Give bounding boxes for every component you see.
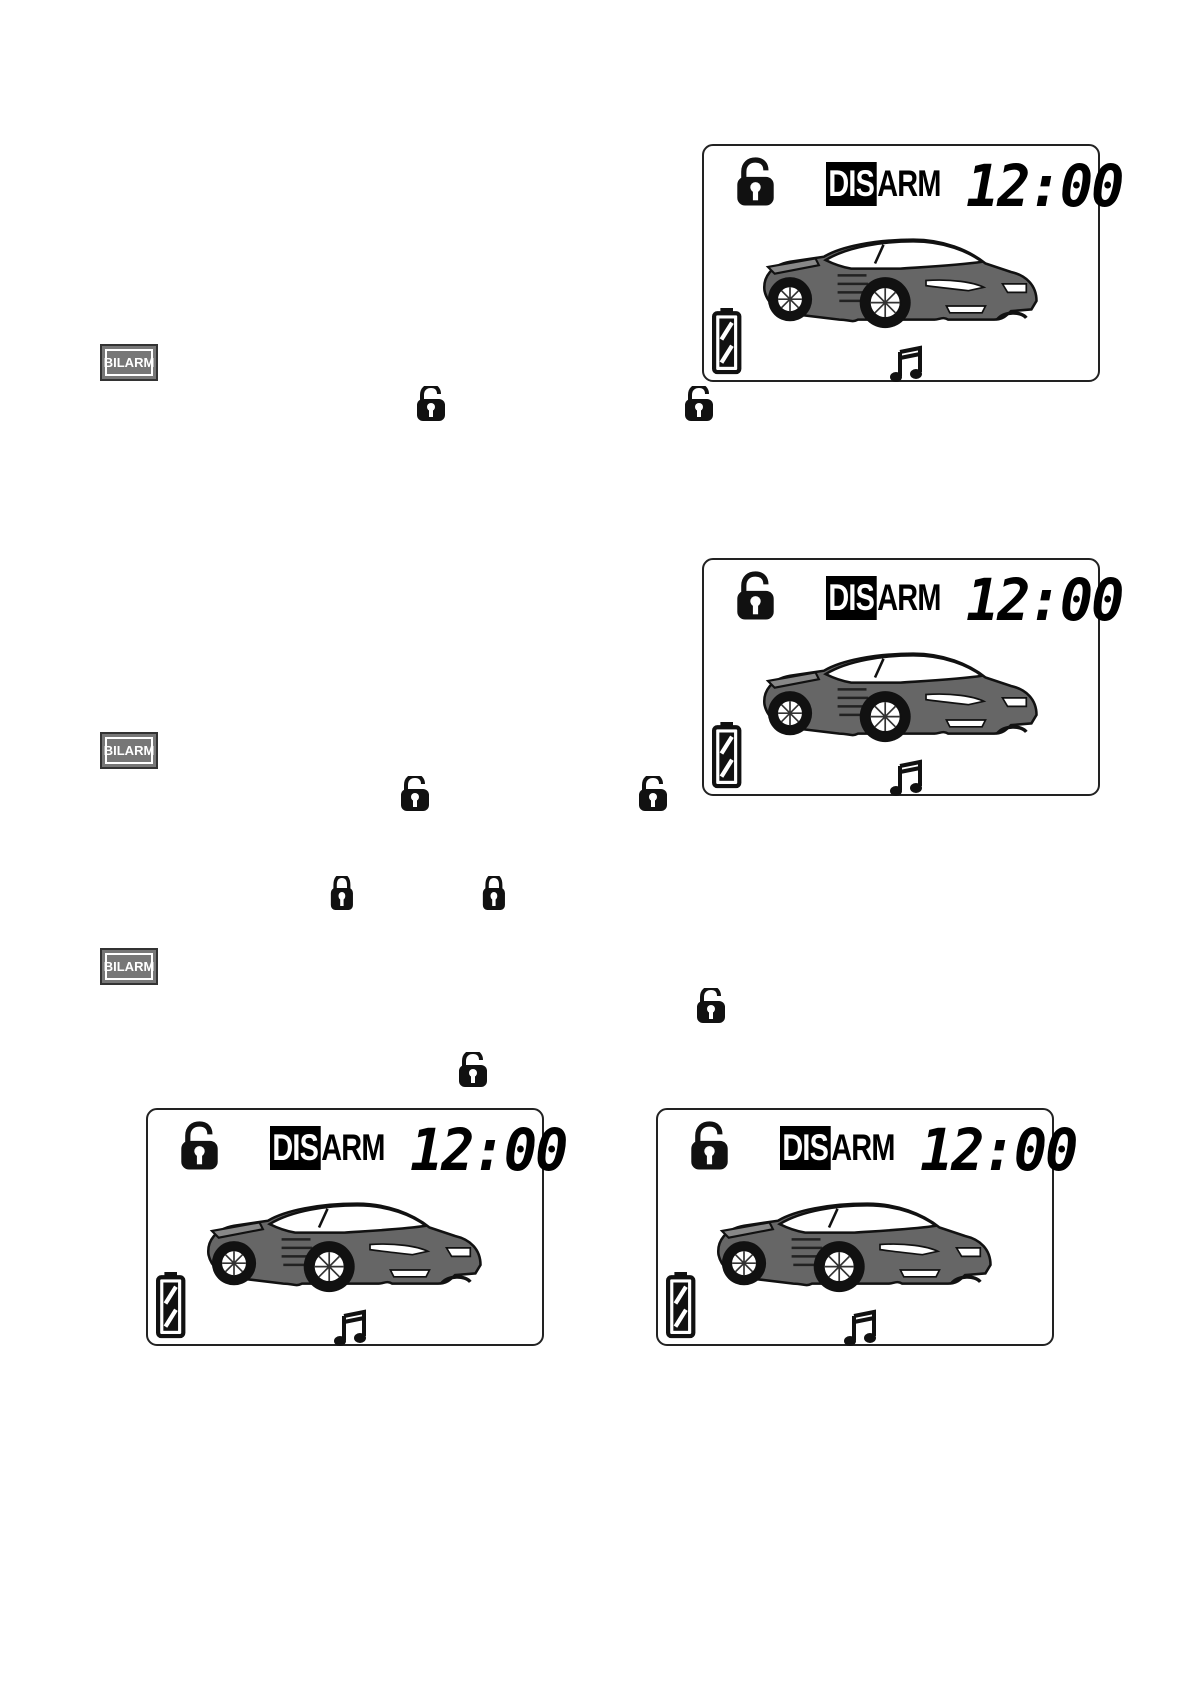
battery-icon	[158, 1272, 183, 1336]
clock-readout: 12:00	[966, 152, 1124, 220]
arm-label: ARM	[831, 1127, 895, 1168]
battery-icon	[668, 1272, 693, 1336]
clock-readout: 12:00	[920, 1116, 1078, 1184]
arm-label: ARM	[321, 1127, 385, 1168]
lock-open-icon	[684, 386, 714, 422]
lock-open-icon	[737, 160, 773, 206]
dis-label: DIS	[270, 1126, 321, 1170]
music-note-icon	[888, 760, 924, 798]
arm-label: ARM	[877, 577, 941, 618]
battery-icon	[714, 722, 739, 786]
lock-open-icon	[400, 776, 430, 812]
lock-closed-icon	[482, 876, 507, 912]
lock-closed-icon	[330, 876, 355, 912]
car-icon	[716, 1201, 993, 1294]
bilarm-badge-3: BILARM	[100, 948, 158, 985]
lock-open-icon	[737, 574, 773, 620]
car-icon	[762, 237, 1039, 330]
arm-label: ARM	[877, 163, 941, 204]
lock-open-icon	[458, 1052, 488, 1088]
lock-open-icon	[638, 776, 668, 812]
music-note-icon	[332, 1310, 368, 1348]
clock-readout: 12:00	[966, 566, 1124, 634]
music-note-icon	[888, 346, 924, 384]
dis-label: DIS	[826, 576, 877, 620]
car-icon	[206, 1201, 483, 1294]
dis-label: DIS	[780, 1126, 831, 1170]
lock-open-icon	[181, 1124, 217, 1170]
bilarm-badge-1: BILARM	[100, 344, 158, 381]
lock-open-icon	[691, 1124, 727, 1170]
lock-open-icon	[416, 386, 446, 422]
badge-label: BILARM	[103, 959, 155, 974]
music-note-icon	[842, 1310, 878, 1348]
dis-label: DIS	[826, 162, 877, 206]
lock-open-icon	[696, 988, 726, 1024]
car-icon	[762, 652, 1039, 744]
badge-label: BILARM	[103, 743, 155, 758]
badge-label: BILARM	[103, 355, 155, 370]
clock-readout: 12:00	[410, 1116, 568, 1184]
bilarm-badge-2: BILARM	[100, 732, 158, 769]
battery-icon	[714, 308, 739, 372]
